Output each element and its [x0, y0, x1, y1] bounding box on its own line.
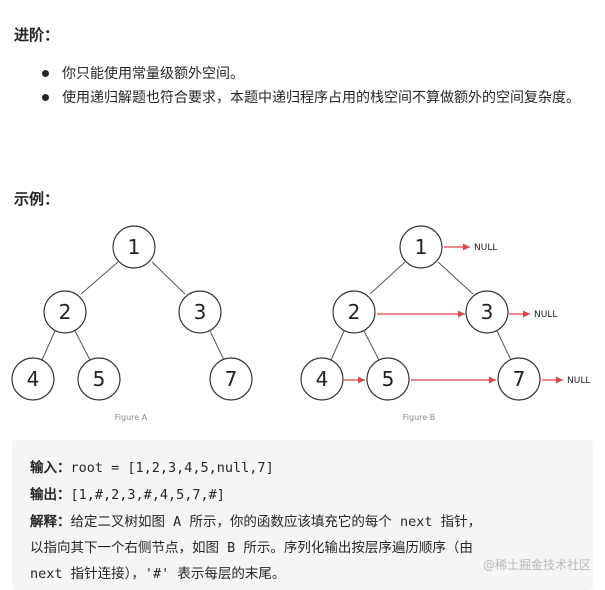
example-heading: 示例：	[14, 190, 60, 208]
bullet-icon	[42, 70, 49, 77]
null-label: NULL	[567, 376, 590, 386]
advanced-heading: 进阶：	[14, 26, 60, 44]
svg-text:3: 3	[481, 300, 494, 324]
tree-node: 2	[43, 290, 87, 334]
svg-text:1: 1	[128, 235, 141, 259]
null-label: NULL	[534, 310, 557, 320]
tree-node: 4	[300, 357, 344, 401]
watermark: @稀土掘金技术社区	[482, 558, 591, 572]
tree-edge	[74, 330, 91, 361]
tree-edge	[151, 261, 186, 295]
explain-text: 给定二叉树如图 A 所示，你的函数应该填充它的每个 next 指针，	[70, 514, 482, 530]
explain-line: next 指针连接），'#' 表示每层的末尾。	[30, 566, 286, 582]
input-label: 输入：	[30, 460, 71, 476]
svg-text:1: 1	[415, 235, 428, 259]
input-value: root = [1,2,3,4,5,null,7]	[70, 460, 274, 476]
tree-node: 5	[77, 357, 121, 401]
advanced-list: 你只能使用常量级额外空间。 使用递归解题也符合要求，本题中递归程序占用的栈空间不…	[0, 62, 600, 110]
output-line: 输出：[1,#,2,3,#,4,5,7,#]	[30, 483, 225, 503]
explain-line: 解释：给定二叉树如图 A 所示，你的函数应该填充它的每个 next 指针，	[30, 510, 481, 530]
tree-edge	[369, 261, 406, 295]
svg-text:2: 2	[59, 300, 72, 324]
list-item: 使用递归解题也符合要求，本题中递归程序占用的栈空间不算做额外的空间复杂度。	[0, 86, 582, 110]
tree-edge	[80, 261, 119, 295]
bullet-icon	[42, 94, 49, 101]
null-label: NULL	[474, 243, 497, 253]
figure-a: 1 2 3 4 5 7 Figure A	[11, 225, 253, 422]
tree-edge	[41, 330, 56, 361]
svg-text:3: 3	[194, 300, 207, 324]
input-line: 输入：root = [1,2,3,4,5,null,7]	[30, 456, 274, 476]
tree-node: 4	[11, 357, 55, 401]
svg-text:7: 7	[225, 367, 238, 391]
tree-node: 3	[465, 290, 509, 334]
tree-edge	[209, 330, 225, 361]
tree-node: 2	[332, 290, 376, 334]
example-code-block: 输入：root = [1,2,3,4,5,null,7] 输出：[1,#,2,3…	[12, 440, 593, 590]
svg-text:5: 5	[382, 367, 395, 391]
tree-edge	[330, 330, 345, 361]
tree-edge	[363, 330, 380, 361]
svg-text:4: 4	[27, 367, 40, 391]
svg-text:4: 4	[316, 367, 329, 391]
figure-b-caption: Figure B	[403, 413, 435, 422]
list-item: 你只能使用常量级额外空间。	[0, 62, 582, 86]
example-figure: 1 2 3 4 5 7 Figure A 1 2 3 4 5 7 NULL NU…	[11, 225, 590, 422]
tree-node: 5	[366, 357, 410, 401]
explain-line: 以指向其下一个右侧节点，如图 B 所示。序列化输出按层序遍历顺序（由	[30, 540, 473, 556]
explain-label: 解释：	[30, 514, 71, 530]
tree-node: 1	[112, 225, 156, 269]
svg-text:2: 2	[348, 300, 361, 324]
output-label: 输出：	[30, 487, 71, 503]
tree-edge	[496, 330, 512, 361]
figure-b: 1 2 3 4 5 7 NULL NULL NULL Figure B	[300, 225, 590, 422]
output-value: [1,#,2,3,#,4,5,7,#]	[70, 487, 225, 503]
tree-node: 1	[399, 225, 443, 269]
tree-edge	[437, 261, 474, 295]
tree-node: 3	[178, 290, 222, 334]
svg-text:5: 5	[93, 367, 106, 391]
svg-text:7: 7	[513, 367, 526, 391]
figure-a-caption: Figure A	[115, 413, 148, 422]
tree-node: 7	[497, 357, 541, 401]
tree-node: 7	[209, 357, 253, 401]
